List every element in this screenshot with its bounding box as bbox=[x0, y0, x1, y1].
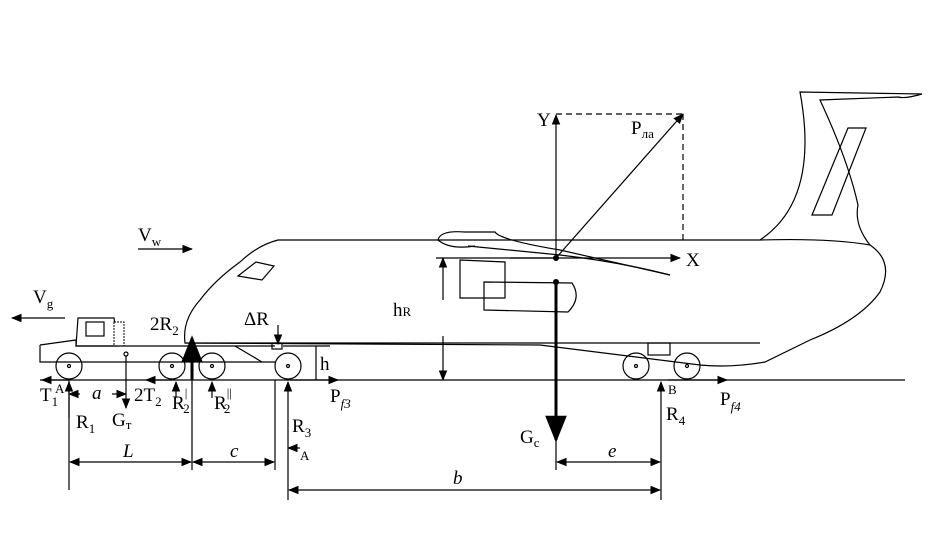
label-pf4: Pf4 bbox=[720, 389, 741, 414]
label-h-r: hR bbox=[393, 300, 412, 321]
label-h: h bbox=[320, 354, 330, 375]
label-pf3: Pf3 bbox=[330, 386, 351, 411]
label-r2-dprime: R||2 bbox=[214, 385, 232, 416]
label-point-a-left: A bbox=[55, 381, 65, 396]
label-l: L bbox=[122, 441, 134, 462]
label-r1: R1 bbox=[76, 412, 95, 436]
label-p-la: Pла bbox=[631, 118, 654, 141]
label-b: b bbox=[453, 468, 463, 489]
label-r3: R3 bbox=[292, 416, 311, 440]
wheel-icon bbox=[158, 352, 186, 380]
label-delta-r: ΔR bbox=[244, 309, 269, 330]
label-y-axis: Y bbox=[537, 110, 551, 131]
label-gc: Gc bbox=[520, 427, 540, 450]
label-r4: R4 bbox=[666, 404, 686, 428]
label-gt: Gт bbox=[112, 410, 132, 432]
label-vg: Vg bbox=[33, 287, 54, 311]
label-2t2: 2T2 bbox=[134, 385, 162, 409]
label-vw: Vw bbox=[138, 225, 162, 249]
label-x-axis: X bbox=[686, 250, 700, 271]
label-a: a bbox=[92, 383, 102, 404]
label-point-a: A bbox=[300, 448, 310, 463]
label-2r2: 2R2 bbox=[150, 314, 179, 338]
wheel-icon bbox=[274, 352, 302, 380]
label-t1: T1 bbox=[40, 385, 58, 409]
label-r2-prime: R|2 bbox=[172, 385, 190, 416]
wheel-icon bbox=[622, 352, 650, 380]
label-e: e bbox=[608, 441, 616, 462]
tractor-icon bbox=[39, 317, 302, 380]
label-point-b: B bbox=[668, 382, 677, 397]
wheel-icon bbox=[673, 352, 701, 380]
wheel-icon bbox=[55, 352, 83, 380]
aircraft-icon bbox=[183, 91, 923, 380]
wheel-icon bbox=[198, 352, 226, 380]
label-c: c bbox=[230, 441, 239, 462]
